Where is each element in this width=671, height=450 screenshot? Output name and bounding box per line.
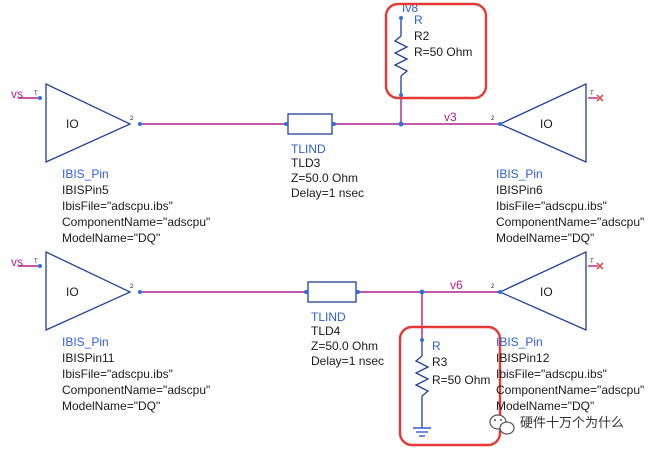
top-node-net-label: v3 xyxy=(444,110,457,124)
bottom-tline-label-0: TLIND xyxy=(311,310,346,324)
bottom-driver-pin-2: 2 xyxy=(130,284,134,290)
bottom-tline-label-3: Delay=1 nsec xyxy=(311,354,384,368)
bottom-driver-label-4: ModelName="DQ" xyxy=(62,399,160,413)
bottom-receiver-pin-t: T xyxy=(590,259,594,265)
top-driver-pin-t-dot xyxy=(38,96,42,100)
top-receiver-pin-t: T xyxy=(590,91,594,97)
top-receiver-label-2: IbisFile="adscpu.ibs" xyxy=(496,199,607,213)
bottom-receiver-label-0: IBIS_Pin xyxy=(496,335,543,349)
top-tline-label-1: TLD3 xyxy=(291,156,321,170)
top-tline[interactable] xyxy=(284,113,336,135)
top-driver-label-1: IBISPin5 xyxy=(62,183,109,197)
bottom-wires xyxy=(18,265,598,340)
bottom-receiver-body-label: IO xyxy=(540,285,553,299)
bottom-driver-label-3: ComponentName="adscpu" xyxy=(62,383,210,397)
top-wires xyxy=(18,94,598,125)
top-driver-label-4: ModelName="DQ" xyxy=(62,231,160,245)
bottom-driver-label-0: IBIS_Pin xyxy=(62,335,109,349)
bottom-driver-body-label: IO xyxy=(66,285,79,299)
top-receiver-label-1: IBISPin6 xyxy=(496,183,543,197)
top-driver-buffer[interactable]: IO T 2 xyxy=(34,82,142,164)
bottom-junction-dot xyxy=(419,289,425,295)
bottom-receiver-label-2: IbisFile="adscpu.ibs" xyxy=(496,367,607,381)
bottom-resistor-label-1: R3 xyxy=(432,355,448,369)
bottom-tline-label-2: Z=50.0 Ohm xyxy=(311,339,378,353)
bottom-receiver-label-4: ModelName="DQ" xyxy=(496,399,594,413)
top-resistor-highlight-box xyxy=(384,2,488,100)
bottom-driver-label-1: IBISPin11 xyxy=(62,351,115,365)
bottom-receiver-label-3: ComponentName="adscpu" xyxy=(496,383,644,397)
top-receiver-buffer[interactable]: IO T 2 xyxy=(491,82,604,163)
bottom-resistor-label-0: R xyxy=(432,339,441,353)
wechat-icon xyxy=(489,414,515,435)
bottom-driver-buffer[interactable]: IO T 2 xyxy=(34,250,142,332)
top-driver-pin-2: 2 xyxy=(130,116,134,122)
top-receiver-pin-2: 2 xyxy=(491,116,495,122)
top-tline-label-2: Z=50.0 Ohm xyxy=(291,171,358,185)
top-driver-body-label: IO xyxy=(66,117,79,131)
bottom-tline-label-1: TLD4 xyxy=(311,324,341,338)
bottom-node-net-label: v6 xyxy=(450,278,463,292)
top-circuit: IO T 2 vs TLIND TLD3 Z=50.0 Ohm Delay=1 … xyxy=(11,1,644,245)
top-tline-label-3: Delay=1 nsec xyxy=(291,186,364,200)
top-resistor-r2[interactable] xyxy=(393,16,409,97)
top-driver-label-0: IBIS_Pin xyxy=(62,167,109,181)
top-driver-label-2: IbisFile="adscpu.ibs" xyxy=(62,199,173,213)
top-receiver-label-0: IBIS_Pin xyxy=(496,167,543,181)
top-driver-label-3: ComponentName="adscpu" xyxy=(62,215,210,229)
bottom-receiver-label-1: IBISPin12 xyxy=(496,351,550,365)
bottom-driver-label-2: IbisFile="adscpu.ibs" xyxy=(62,367,173,381)
watermark-text: 硬件十万个为什么 xyxy=(520,416,624,431)
ground-icon xyxy=(413,427,431,437)
bottom-resistor-label-2: R=50 Ohm xyxy=(432,373,490,387)
top-resistor-label-2: R=50 Ohm xyxy=(414,45,472,59)
top-tline-label-0: TLIND xyxy=(291,142,326,156)
bottom-receiver-pin-2: 2 xyxy=(491,284,495,290)
bottom-input-net-label: vs xyxy=(11,255,23,269)
bottom-resistor-highlight-box xyxy=(398,325,502,447)
top-resistor-label-1: R2 xyxy=(414,29,430,43)
top-receiver-body-label: IO xyxy=(540,117,553,131)
bottom-receiver-open-pin-icon xyxy=(596,262,604,270)
bottom-circuit: IO T 2 vs TLIND TLD4 Z=50.0 Ohm Delay=1 … xyxy=(11,250,644,447)
watermark: 硬件十万个为什么 xyxy=(489,414,624,435)
bottom-driver-pin-t: T xyxy=(34,259,38,265)
top-receiver-label-4: ModelName="DQ" xyxy=(496,231,594,245)
top-receiver-open-pin-icon xyxy=(596,94,604,102)
top-junction-dot xyxy=(398,121,404,127)
top-resistor-label-0: R xyxy=(414,13,423,27)
bottom-receiver-buffer[interactable]: IO T 2 xyxy=(491,250,604,331)
top-driver-pin-t: T xyxy=(34,91,38,97)
top-input-net-label: vs xyxy=(11,87,23,101)
bottom-tline[interactable] xyxy=(304,281,360,303)
top-driver-pin-2-dot xyxy=(138,122,142,126)
bottom-resistor-r3[interactable] xyxy=(414,338,430,428)
top-receiver-label-3: ComponentName="adscpu" xyxy=(496,215,644,229)
